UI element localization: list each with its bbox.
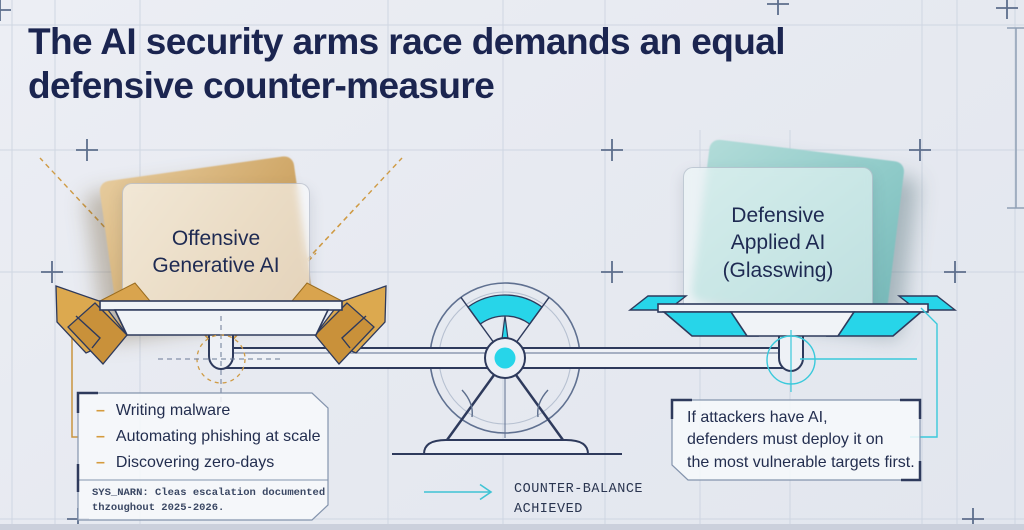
- list-item-label: Discovering zero-days: [115, 454, 275, 471]
- defensive-card-label: Defensive Applied AI (Glasswing): [722, 204, 834, 282]
- counter-balance-status: COUNTER-BALANCE ACHIEVED: [514, 482, 644, 518]
- gauge-hub-center: [494, 347, 516, 369]
- list-item-label: Automating phishing at scale: [115, 428, 321, 445]
- defensive-card: Defensive Applied AI (Glasswing): [683, 167, 873, 319]
- corner-bracket: [670, 398, 692, 419]
- stand-base: [422, 439, 590, 455]
- corner-bracket: [900, 398, 922, 419]
- list-item-label: Writing malware: [115, 402, 231, 419]
- list-item: – Discovering zero-days: [96, 454, 320, 472]
- corner-bracket: [76, 391, 98, 413]
- scale-stand: [392, 374, 622, 455]
- defensive-pan: [627, 295, 958, 337]
- right-wing-inner: [314, 302, 375, 365]
- teal-connector-line: [910, 307, 938, 438]
- list-item: – Automating phishing at scale: [96, 428, 320, 446]
- offensive-pan: [55, 282, 387, 365]
- dimension-line: [1007, 27, 1024, 209]
- left-wing-inner: [67, 302, 128, 365]
- arrow-right-icon: [424, 483, 493, 501]
- offensive-card-label: Offensive Generative AI: [152, 226, 280, 277]
- offensive-note-box: [76, 391, 329, 521]
- defensive-note-box: [670, 398, 922, 482]
- corner-bracket: [901, 461, 922, 482]
- list-item: – Writing malware: [96, 402, 320, 420]
- offensive-capabilities-list: – Writing malware – Automating phishing …: [96, 402, 320, 480]
- offensive-card: Offensive Generative AI: [122, 183, 310, 321]
- defensive-note-text: If attackers have AI, defenders must dep…: [687, 409, 915, 471]
- bullet-dash-icon: –: [96, 428, 105, 445]
- system-warning-footnote: SYS_NARN: Cleas escalation documented th…: [92, 487, 326, 515]
- bullet-dash-icon: –: [96, 402, 105, 419]
- bullet-dash-icon: –: [96, 454, 105, 471]
- bottom-edge-strip: [0, 524, 1024, 530]
- left-hook-crosshair: [158, 316, 282, 402]
- page-title: The AI security arms race demands an equ…: [28, 21, 786, 107]
